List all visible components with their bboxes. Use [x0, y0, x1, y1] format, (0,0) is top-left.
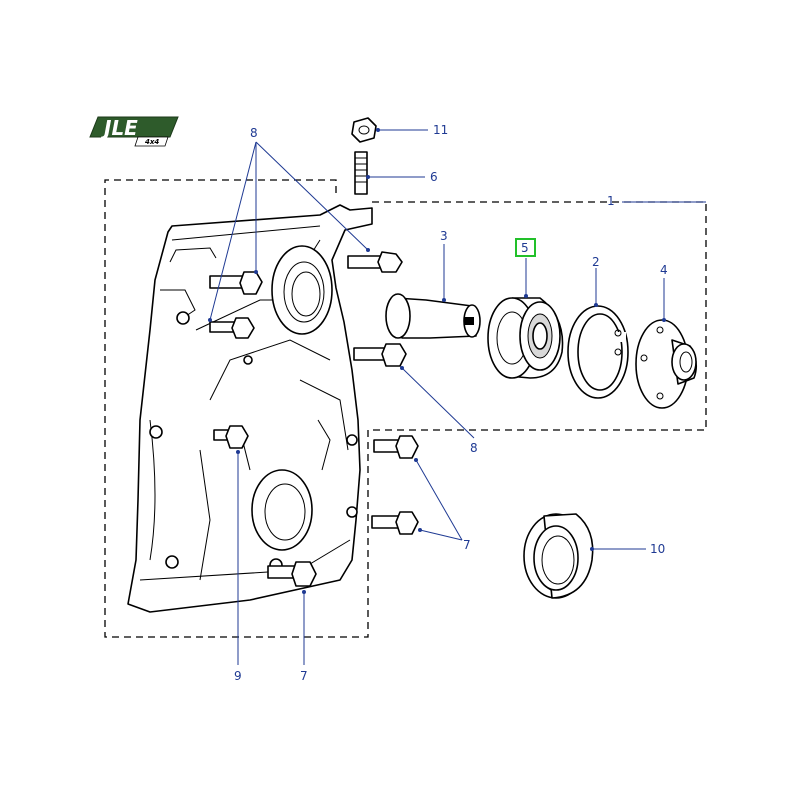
seal-part-10 [523, 513, 594, 599]
nut-part-11 [351, 117, 377, 143]
selected-callout-highlight [515, 238, 536, 257]
bolt-right-lower-7 [371, 511, 419, 535]
logo-brand-text: JLE [100, 116, 138, 140]
callout-7-bottom[interactable]: 7 [300, 669, 308, 683]
callout-11[interactable]: 11 [433, 123, 448, 137]
callout-9[interactable]: 9 [234, 669, 242, 683]
bolt-lower-left [213, 425, 249, 449]
callout-1[interactable]: 1 [607, 194, 615, 208]
bolt-upper-right [347, 251, 403, 273]
shaft-part-3 [385, 293, 481, 339]
bolt-right-upper-7 [373, 435, 419, 459]
callout-4[interactable]: 4 [660, 263, 668, 277]
callout-8-right[interactable]: 8 [470, 441, 478, 455]
assembly-boundary [104, 179, 707, 638]
callout-2[interactable]: 2 [592, 255, 600, 269]
callout-10[interactable]: 10 [650, 542, 665, 556]
bolt-middle-left [209, 317, 255, 339]
callout-8-top[interactable]: 8 [250, 126, 258, 140]
flange-part-4 [635, 319, 698, 409]
callout-7-right[interactable]: 7 [463, 538, 471, 552]
logo-sub-text: 4x4 [145, 138, 159, 146]
circlip-part-2 [567, 305, 629, 399]
timing-cover-housing [127, 204, 373, 613]
bearing-part-5 [487, 297, 564, 379]
bolt-middle-right [353, 343, 407, 367]
callout-3[interactable]: 3 [440, 229, 448, 243]
jle-logo: JLE 4x4 [89, 116, 179, 147]
callout-labels: 1 2 3 4 5 6 7 7 8 8 9 10 11 [234, 123, 668, 683]
bolt-bottom-7 [267, 561, 317, 587]
stud-part-6 [354, 151, 368, 195]
callout-5[interactable]: 5 [521, 241, 529, 255]
callout-6[interactable]: 6 [430, 170, 438, 184]
leader-lines [208, 128, 706, 665]
